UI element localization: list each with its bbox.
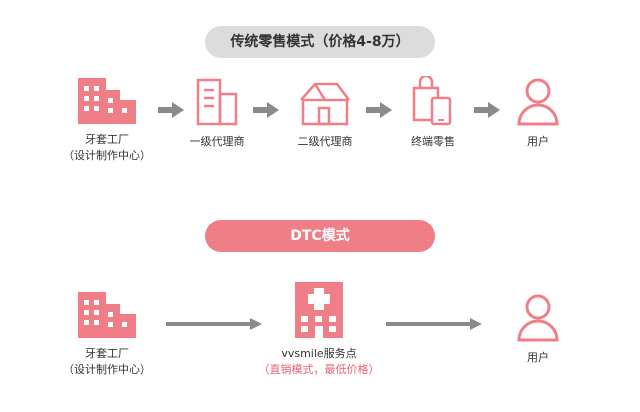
retail-label: 终端零售 (411, 135, 455, 148)
first-agent-node: 一级代理商 (172, 76, 262, 150)
building-icon (196, 78, 238, 126)
clinic-icon (295, 282, 343, 338)
arrow-right-icon (158, 102, 184, 118)
service-point-node: vvsmile服务点 （直销模式，最低价格） (244, 280, 394, 378)
user-node: 用户 (493, 76, 583, 150)
service-point-subtitle: （直销模式，最低价格） (258, 363, 380, 376)
arrow-right-icon (474, 102, 500, 118)
user-icon (517, 294, 559, 342)
factory-icon (78, 78, 136, 124)
arrow-right-icon (253, 102, 279, 118)
house-icon (300, 82, 350, 126)
dtc-factory-node: 牙套工厂 （设计制作中心） (52, 284, 162, 378)
factory-icon (78, 292, 136, 338)
factory-label: 牙套工厂 （设计制作中心） (63, 133, 151, 162)
dtc-user-label: 用户 (527, 351, 549, 364)
dtc-factory-label: 牙套工厂 （设计制作中心） (63, 347, 151, 376)
second-agent-node: 二级代理商 (280, 76, 370, 150)
retail-node: 终端零售 (388, 76, 478, 150)
arrow-right-icon (166, 318, 262, 330)
dtc-user-node: 用户 (493, 292, 583, 366)
user-icon (517, 78, 559, 126)
shopping-phone-icon (412, 76, 452, 126)
factory-node: 牙套工厂 （设计制作中心） (52, 70, 162, 164)
service-point-label: vvsmile服务点 (281, 347, 357, 360)
arrow-right-icon (386, 318, 482, 330)
traditional-title: 传统零售模式（价格4-8万） (205, 26, 435, 58)
first-agent-label: 一级代理商 (189, 135, 245, 148)
user-label: 用户 (527, 135, 549, 148)
arrow-right-icon (366, 102, 392, 118)
second-agent-label: 二级代理商 (297, 135, 353, 148)
dtc-title: DTC模式 (205, 220, 435, 252)
